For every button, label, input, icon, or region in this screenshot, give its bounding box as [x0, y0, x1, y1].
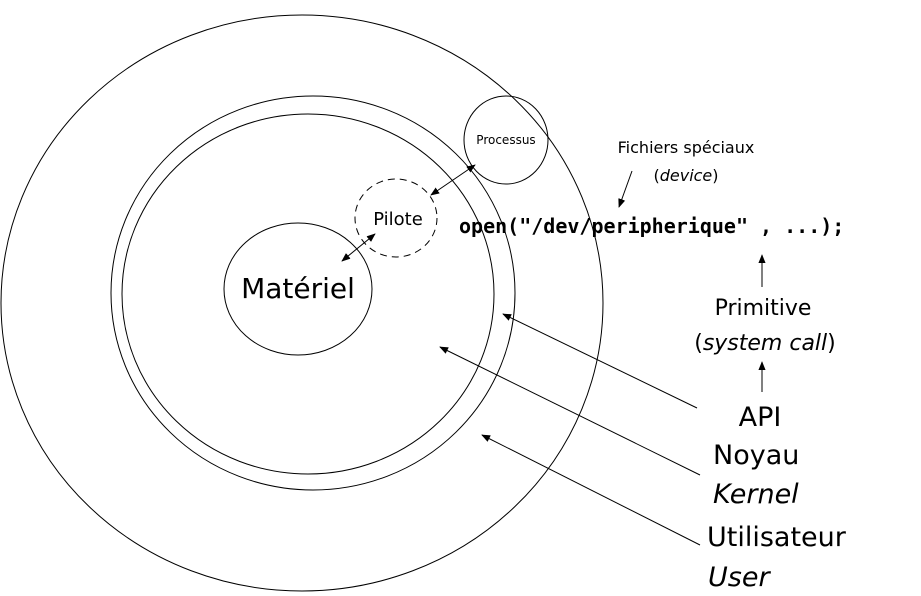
system-call-label: (system call): [694, 331, 836, 356]
processus-circle: [463, 95, 549, 185]
kernel-ring: [110, 95, 516, 491]
pilote-circle: [354, 178, 438, 258]
user-label: User: [708, 562, 771, 593]
api-pointer-arrow: [502, 313, 698, 409]
device-label: (device): [653, 166, 718, 185]
device-paren-close: ): [712, 166, 718, 185]
system-call-paren-close: ): [827, 331, 836, 356]
hardware-circle: [223, 222, 373, 356]
device-pointer-arrow: [618, 170, 633, 208]
primitive-label: Primitive: [715, 296, 812, 321]
device-paren-open: (: [653, 166, 659, 185]
user-space-ring: [0, 14, 604, 592]
pilote-label: Pilote: [373, 209, 423, 230]
noyau-pointer-arrow: [439, 346, 701, 476]
api-ring: [121, 113, 495, 475]
utilisateur-label: Utilisateur: [707, 522, 847, 553]
materiel-label: Matériel: [241, 272, 355, 305]
utilisateur-pointer-arrow: [481, 434, 701, 546]
processus-label: Processus: [476, 133, 535, 147]
noyau-label: Noyau: [713, 440, 799, 471]
api-label: API: [739, 402, 782, 433]
processus-pilote-arrow: [430, 164, 476, 196]
system-call-word: system call: [703, 331, 827, 356]
device-word: device: [660, 166, 713, 185]
fichiers-speciaux-label: Fichiers spéciaux: [618, 138, 755, 157]
open-call-code: open("/dev/peripherique" , ...);: [459, 214, 844, 238]
kernel-label: Kernel: [713, 479, 799, 510]
system-call-paren-open: (: [694, 331, 703, 356]
pilote-materiel-arrow: [341, 233, 376, 262]
